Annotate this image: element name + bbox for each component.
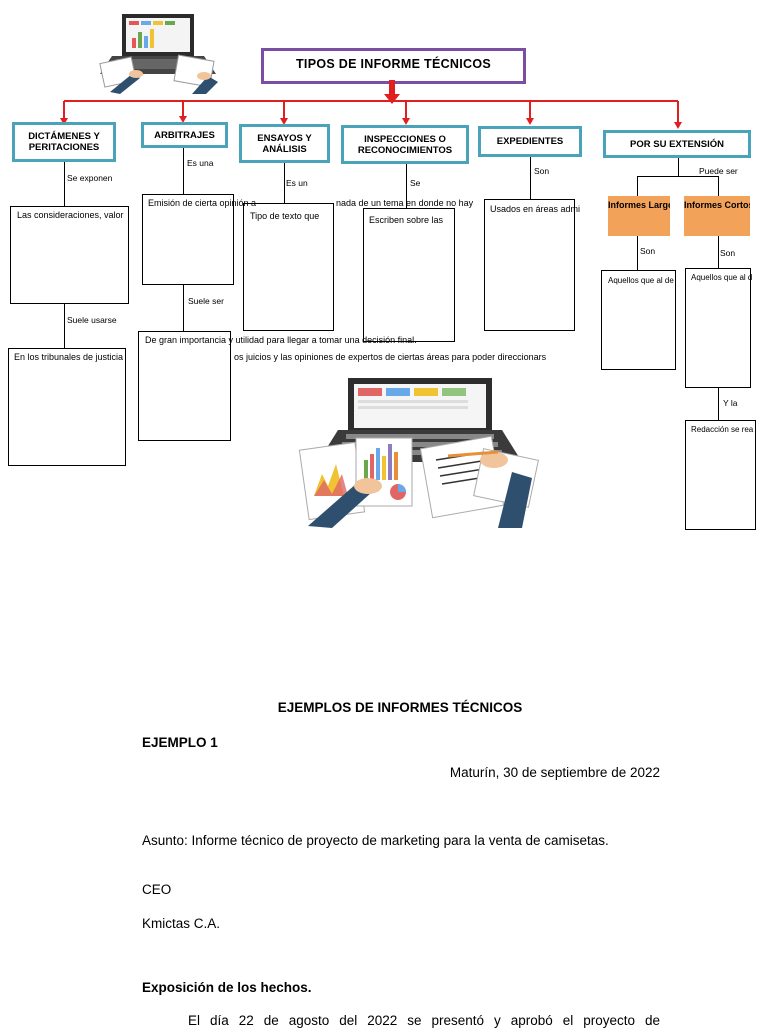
text-escriben: Escriben sobre las <box>369 215 444 225</box>
label-suele-ser: Suele ser <box>188 296 224 306</box>
line-cortos-2 <box>718 388 719 420</box>
category-expedientes: EXPEDIENTES <box>478 126 582 157</box>
line-ext-1 <box>678 158 679 176</box>
box-arbitrajes-text <box>142 194 234 285</box>
recipient-company: Kmictas C.A. <box>142 916 221 931</box>
label-son-exp: Son <box>534 166 550 176</box>
text-tipo-de-texto: Tipo de texto que <box>250 211 320 221</box>
recipient-role: CEO <box>142 882 172 897</box>
box-inspecciones-text <box>363 208 455 342</box>
red-arrows <box>60 80 682 129</box>
label-son-cortos: Son <box>720 248 736 258</box>
text-aquellos-largos: Aquellos que al de <box>608 276 674 285</box>
label-es-una: Es una <box>187 158 214 168</box>
laptop-analytics-illustration-small <box>99 14 218 94</box>
subtype-informes-cortos: Informes Cortos <box>684 196 750 236</box>
line-arb-2 <box>183 285 184 331</box>
text-tribunales: En los tribunales de justicia <box>14 352 124 362</box>
label-puede-ser: Puede ser <box>699 166 738 176</box>
box-ensayos-text <box>243 203 334 331</box>
example-label: EJEMPLO 1 <box>142 735 218 750</box>
text-emision: Emisión de cierta opinión a <box>148 198 257 208</box>
category-inspecciones: INSPECCIONES O RECONOCIMIENTOS <box>341 125 469 164</box>
line-arb-1 <box>183 148 184 194</box>
box-importancia-text <box>138 331 231 441</box>
label-y-la: Y la <box>723 398 738 408</box>
text-redaccion: Redacción se rea <box>691 425 754 434</box>
box-redaccion-text <box>685 420 756 530</box>
line-ext-r <box>718 176 719 196</box>
line-exp-1 <box>530 157 531 199</box>
laptop-analytics-illustration-large <box>298 378 539 528</box>
label-son-largos: Son <box>640 246 656 256</box>
line-insp-1 <box>406 164 407 208</box>
label-suele-usarse: Suele usarse <box>67 315 117 325</box>
line-ext-l <box>637 176 638 196</box>
subtype-informes-largos: Informes Largos <box>608 196 670 236</box>
label-es-un: Es un <box>286 178 308 188</box>
box-cortos-text <box>685 268 751 388</box>
category-por-su-extension: POR SU EXTENSIÓN <box>603 130 751 158</box>
subject: Asunto: Informe técnico de proyecto de m… <box>142 833 609 848</box>
line-cortos <box>718 236 719 268</box>
label-se: Se <box>410 178 421 188</box>
text-importancia: De gran importancia y utilidad para lleg… <box>145 335 417 345</box>
text-emision-cont: nada de un tema en donde no hay <box>336 198 474 208</box>
label-se-exponen: Se exponen <box>67 173 113 183</box>
line-dict-1 <box>64 162 65 207</box>
category-ensayos: ENSAYOS Y ANÁLISIS <box>239 124 330 163</box>
box-dictamenes-text <box>10 206 129 304</box>
category-arbitrajes: ARBITRAJES <box>141 122 228 148</box>
box-expedientes-text <box>484 199 575 331</box>
category-dictamenes: DICTÁMENES Y PERITACIONES <box>12 122 116 162</box>
place-date: Maturín, 30 de septiembre de 2022 <box>449 765 660 780</box>
body-text: El día 22 de agosto del 2022 se presentó… <box>188 1013 660 1028</box>
document-heading: EJEMPLOS DE INFORMES TÉCNICOS <box>277 700 523 715</box>
box-tribunales-text <box>8 348 126 466</box>
text-usados: Usados en áreas admi <box>490 204 581 214</box>
line-dict-2 <box>64 304 65 348</box>
map-title: TIPOS DE INFORME TÉCNICOS <box>261 48 526 84</box>
line-largos <box>637 236 638 270</box>
text-juicios: os juicios y las opiniones de expertos d… <box>234 352 547 362</box>
line-ens-1 <box>284 163 285 203</box>
box-largos-text <box>601 270 676 370</box>
line-ext-h <box>637 176 719 177</box>
text-consideraciones: Las consideraciones, valor <box>17 210 124 220</box>
section-title: Exposición de los hechos. <box>142 980 312 995</box>
text-aquellos-cortos: Aquellos que al d <box>691 273 753 282</box>
